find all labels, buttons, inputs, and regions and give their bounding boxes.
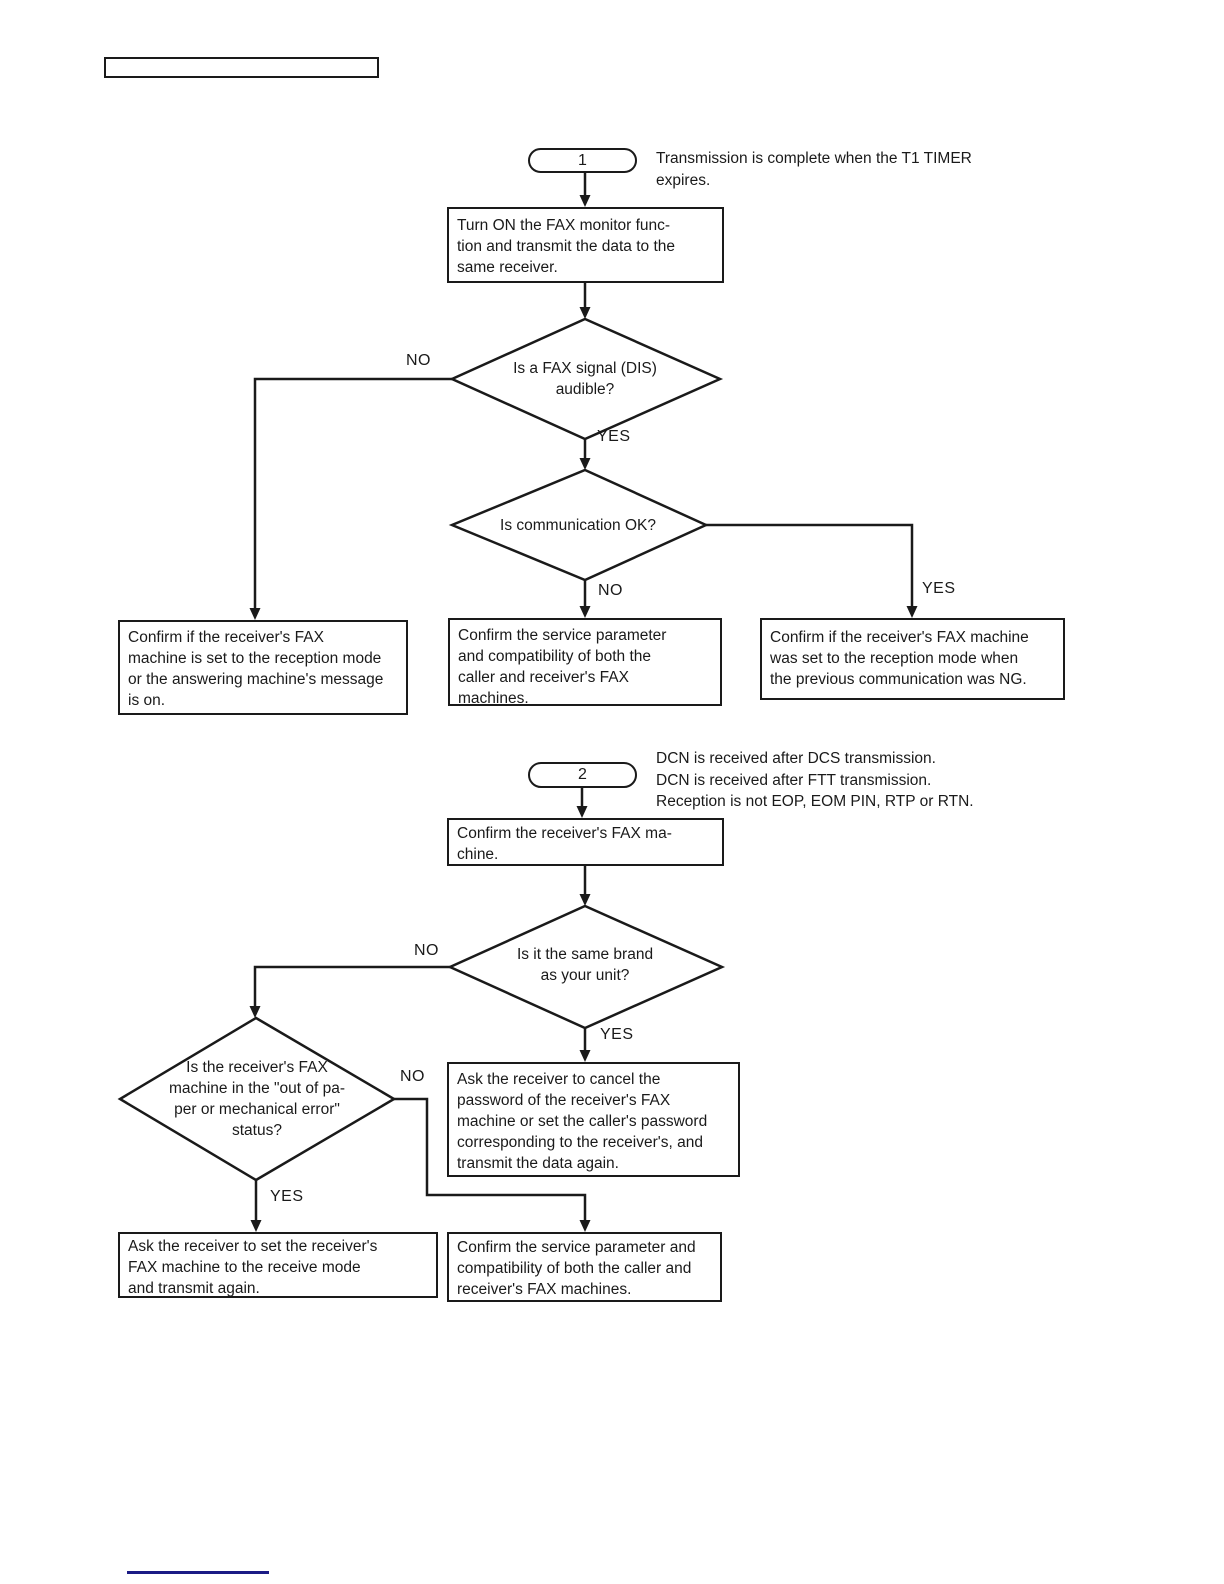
arrowhead bbox=[579, 307, 591, 319]
arrowheads bbox=[249, 195, 918, 1232]
decision-communication-yes-label: YES bbox=[922, 580, 956, 597]
connector-oval-2-label: 2 bbox=[578, 766, 587, 783]
arrowhead bbox=[906, 606, 918, 618]
connector-1-note: Transmission is complete when the T1 TIM… bbox=[656, 150, 972, 189]
decision-out-of-paper-no-label: NO bbox=[400, 1068, 425, 1085]
decision-diamond-same-brand bbox=[446, 904, 726, 1030]
result-box-receive-mode: Ask the receiver to set the receiver's F… bbox=[118, 1232, 438, 1298]
decision-communication-question: Is communication OK? bbox=[500, 517, 656, 534]
connector-2-note: DCN is received after DCS transmission. … bbox=[656, 750, 974, 810]
decision-fax-signal-yes-label: YES bbox=[597, 428, 631, 445]
flow-line-no-d3 bbox=[253, 965, 450, 1011]
arrowhead bbox=[579, 606, 591, 618]
result-box-reception-mode: Confirm if the receiver's FAX machine is… bbox=[118, 620, 408, 715]
process-box-confirm-receiver-fax: Confirm the receiver's FAX ma- chine. bbox=[447, 818, 724, 866]
arrowhead bbox=[579, 1050, 591, 1062]
flow-line-no-d4 bbox=[394, 1097, 587, 1225]
header-placeholder-box bbox=[104, 57, 379, 78]
arrowhead bbox=[576, 806, 588, 818]
process-box-turn-on-monitor: Turn ON the FAX monitor func- tion and t… bbox=[447, 207, 724, 283]
arrowhead bbox=[579, 195, 591, 207]
decision-diamond-fax-signal bbox=[448, 317, 724, 441]
footer-link-divider bbox=[127, 1571, 269, 1574]
decision-same-brand-yes-label: YES bbox=[600, 1026, 634, 1043]
connector-oval-1: 1 bbox=[528, 148, 637, 173]
connector-oval-1-label: 1 bbox=[578, 151, 587, 169]
decision-same-brand-question: Is it the same brand as your unit? bbox=[516, 946, 654, 984]
arrowhead bbox=[249, 1006, 261, 1018]
connector-oval-2: 2 bbox=[528, 762, 637, 788]
decision-out-of-paper-question: Is the receiver's FAX machine in the "ou… bbox=[168, 1059, 346, 1139]
result-box-service-parameter-1: Confirm the service parameter and compat… bbox=[448, 618, 722, 707]
result-box-previous-ng: Confirm if the receiver's FAX machine wa… bbox=[760, 618, 1065, 700]
flow-line-yes-d2 bbox=[704, 523, 914, 611]
decision-fax-signal-question: Is a FAX signal (DIS) audible? bbox=[513, 360, 657, 398]
flow-line-no-d1 bbox=[253, 377, 452, 613]
decision-diamond-out-of-paper bbox=[117, 1016, 397, 1182]
arrowhead bbox=[579, 458, 591, 470]
result-box-service-parameter-2: Confirm the service parameter and compat… bbox=[447, 1232, 722, 1302]
arrowhead bbox=[250, 1220, 262, 1232]
decision-communication-no-label: NO bbox=[598, 582, 623, 599]
result-box-cancel-password: Ask the receiver to cancel the password … bbox=[447, 1062, 740, 1177]
decision-same-brand-no-label: NO bbox=[414, 942, 439, 959]
arrowhead bbox=[579, 1220, 591, 1232]
decision-out-of-paper-yes-label: YES bbox=[270, 1188, 304, 1205]
arrowhead bbox=[579, 894, 591, 906]
arrowhead bbox=[249, 608, 261, 620]
decision-diamond-communication bbox=[448, 468, 710, 582]
decision-fax-signal-no-label: NO bbox=[406, 352, 431, 369]
